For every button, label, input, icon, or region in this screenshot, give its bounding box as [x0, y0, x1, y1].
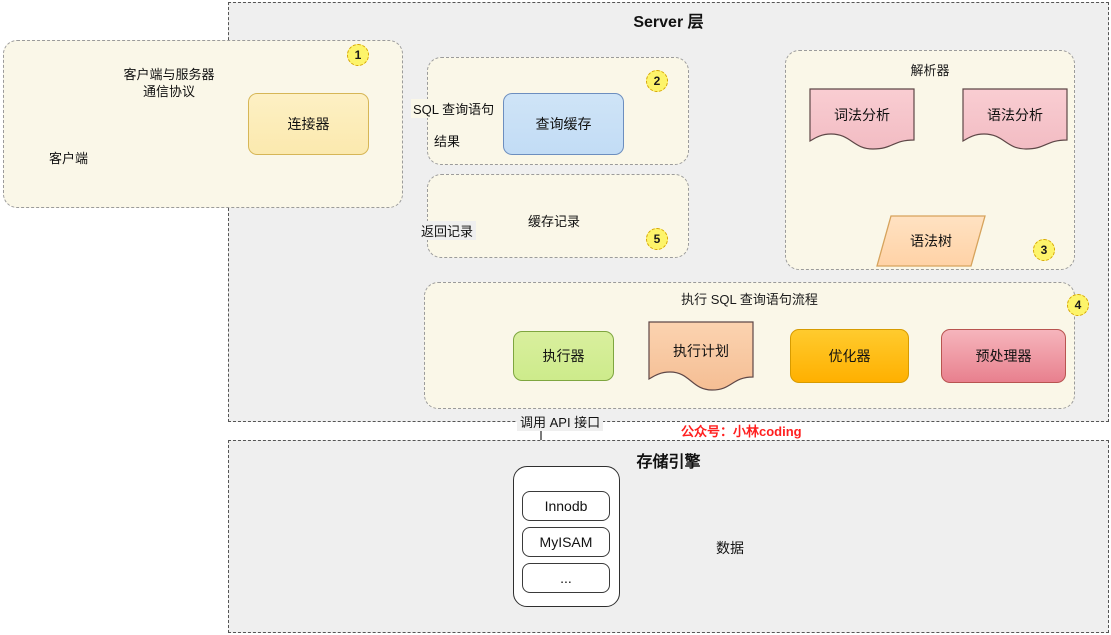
edge-label-call-api: 调用 API 接口 — [517, 412, 604, 431]
edge-label-result: 结果 — [432, 131, 463, 150]
data-store-label: 数据 — [716, 540, 744, 556]
parser-label: 解析器 — [910, 63, 950, 78]
badge-4: 4 — [1067, 294, 1089, 316]
client-label: 客户端 — [48, 151, 88, 166]
watermark-text: 公众号：小林coding — [681, 424, 802, 439]
node-syntax-label: 语法分析 — [987, 107, 1043, 123]
node-lexical-label: 词法分析 — [834, 107, 890, 123]
client-node: 客户端 — [20, 60, 117, 170]
server-layer-title: Server 层 — [633, 14, 704, 31]
node-syntax-analysis[interactable]: 语法分析 — [962, 88, 1068, 150]
badge-2: 2 — [646, 70, 668, 92]
storage-engine-panel — [228, 440, 1109, 633]
edge-label-return-record: 返回记录 — [418, 221, 477, 240]
node-query-cache[interactable]: 查询缓存 — [503, 93, 624, 155]
node-optimizer[interactable]: 优化器 — [790, 329, 909, 383]
execute-flow-label: 执行 SQL 查询语句流程 — [681, 292, 818, 307]
node-preprocessor[interactable]: 预处理器 — [941, 329, 1066, 383]
storage-engine-title: 存储引擎 — [636, 454, 701, 471]
node-syntax-tree[interactable]: 语法树 — [876, 215, 986, 272]
node-connector[interactable]: 连接器 — [248, 93, 369, 155]
node-exec-plan[interactable]: 执行计划 — [648, 321, 754, 391]
engine-item-myisam[interactable]: MyISAM — [522, 527, 610, 557]
badge-1: 1 — [347, 44, 369, 66]
engine-item-other[interactable]: ... — [522, 563, 610, 593]
node-lexical-analysis[interactable]: 词法分析 — [809, 88, 915, 150]
engine-item-innodb[interactable]: Innodb — [522, 491, 610, 521]
protocol-label: 客户端与服务器 通信协议 — [123, 67, 215, 99]
data-store-node: 数据 — [686, 500, 774, 584]
edge-label-sql-query: SQL 查询语句 — [411, 99, 497, 118]
badge-3: 3 — [1033, 239, 1055, 261]
badge-5: 5 — [646, 228, 668, 250]
node-exec-plan-label: 执行计划 — [673, 343, 729, 359]
node-syntax-tree-label: 语法树 — [910, 233, 952, 249]
edge-label-cache-record: 缓存记录 — [526, 211, 583, 230]
node-executor[interactable]: 执行器 — [513, 331, 614, 381]
